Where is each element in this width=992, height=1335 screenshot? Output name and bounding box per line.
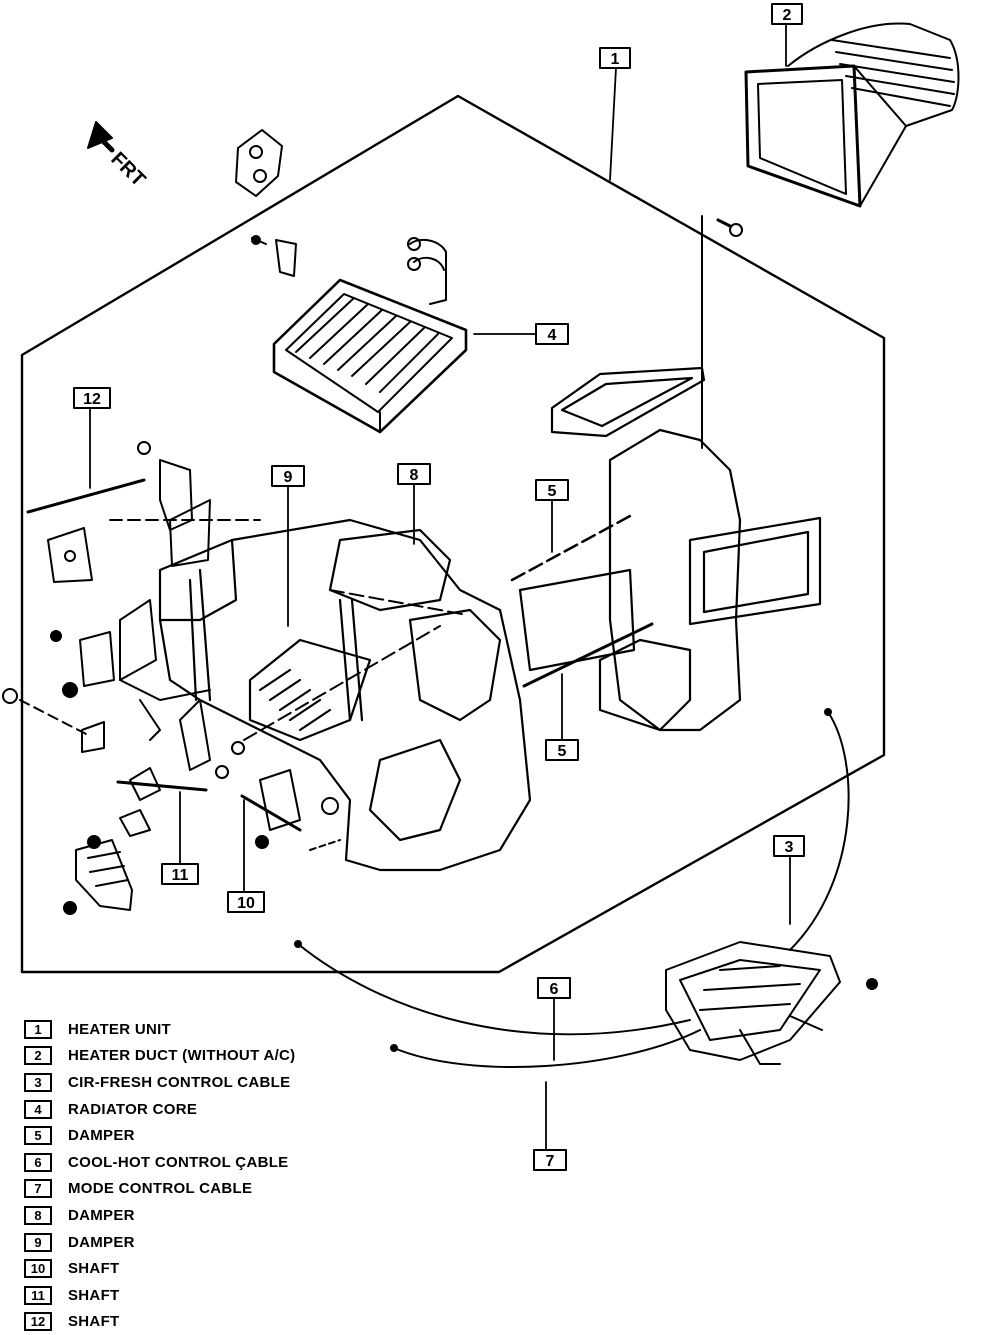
legend-number: 8 [24, 1205, 52, 1225]
legend-row: 7 MODE CONTROL CABLE [24, 1176, 444, 1203]
svg-text:4: 4 [548, 327, 557, 344]
legend-number: 12 [24, 1312, 52, 1332]
svg-text:12: 12 [83, 391, 101, 408]
damper-5-upper [510, 514, 632, 582]
legend-number: 5 [24, 1126, 52, 1146]
shaft-10 [240, 794, 302, 832]
callout-12: 12 [73, 387, 111, 409]
legend-number: 3 [24, 1072, 52, 1092]
legend-row: 10 SHAFT [24, 1255, 444, 1282]
shaft-11 [116, 780, 208, 792]
legend-row: 6 COOL-HOT CONTROL ÇABLE [24, 1149, 444, 1176]
screw-icon [251, 235, 297, 277]
legend-label: HEATER UNIT [68, 1020, 172, 1038]
damper-5-lower [522, 622, 654, 688]
legend-label: COOL-HOT CONTROL ÇABLE [68, 1153, 289, 1171]
svg-text:6: 6 [550, 981, 559, 998]
svg-text:2: 2 [783, 7, 792, 24]
svg-text:11: 11 [172, 867, 189, 884]
legend-label: SHAFT [68, 1260, 120, 1278]
cable-cool-hot [297, 943, 691, 1036]
assembly-outline [20, 94, 886, 974]
svg-text:5: 5 [548, 483, 557, 500]
callout-4: 4 [535, 323, 569, 345]
callout-10: 10 [227, 891, 265, 913]
damper-9-rod [329, 589, 463, 615]
callout-9: 9 [271, 465, 305, 487]
callout-1: 1 [599, 47, 631, 69]
cable-cir-fresh [789, 711, 850, 951]
callout-6: 6 [537, 977, 571, 999]
svg-text:9: 9 [284, 469, 293, 486]
callout-7: 7 [533, 1149, 567, 1171]
shaft-12 [26, 478, 146, 514]
grommet-plate [235, 129, 283, 197]
legend-row: 9 DAMPER [24, 1229, 444, 1256]
legend-label: DAMPER [68, 1233, 135, 1251]
legend-label: CIR-FRESH CONTROL CABLE [68, 1073, 291, 1091]
legend-row: 4 RADIATOR CORE [24, 1096, 444, 1123]
legend-row: 2 HEATER DUCT (WITHOUT A/C) [24, 1043, 444, 1070]
legend-number: 1 [24, 1019, 52, 1039]
legend-number: 7 [24, 1179, 52, 1199]
legend-label: DAMPER [68, 1127, 135, 1145]
svg-text:5: 5 [558, 743, 567, 760]
callout-leaders [89, 23, 791, 1151]
legend-label: HEATER DUCT (WITHOUT A/C) [68, 1047, 296, 1065]
parts-legend: 1 HEATER UNIT 2 HEATER DUCT (WITHOUT A/C… [24, 1016, 444, 1335]
heater-housing [158, 518, 532, 872]
legend-number: 11 [24, 1285, 52, 1305]
heater-duct [744, 22, 960, 208]
callout-2: 2 [771, 3, 803, 25]
callout-8: 8 [397, 463, 431, 485]
svg-text:10: 10 [237, 895, 255, 912]
legend-label: MODE CONTROL CABLE [68, 1180, 253, 1198]
legend-row: 1 HEATER UNIT [24, 1016, 444, 1043]
legend-number: 4 [24, 1099, 52, 1119]
legend-label: RADIATOR CORE [68, 1100, 198, 1118]
legend-label: SHAFT [68, 1286, 120, 1304]
legend-label: DAMPER [68, 1206, 135, 1224]
legend-row: 8 DAMPER [24, 1202, 444, 1229]
callout-3: 3 [773, 835, 805, 857]
callout-11: 11 [161, 863, 199, 885]
orientation-label: FRT [106, 148, 149, 191]
callout-5-upper: 5 [535, 479, 569, 501]
legend-number: 6 [24, 1152, 52, 1172]
svg-text:3: 3 [785, 839, 794, 856]
legend-row: 3 CIR-FRESH CONTROL CABLE [24, 1069, 444, 1096]
left-linkage-parts [2, 441, 341, 915]
legend-label: SHAFT [68, 1313, 120, 1331]
svg-text:8: 8 [410, 467, 419, 484]
legend-number: 9 [24, 1232, 52, 1252]
front-arrow-icon [87, 121, 115, 153]
legend-number: 10 [24, 1259, 52, 1279]
duct-screw-icon [716, 218, 743, 237]
cable-mode [393, 1029, 701, 1068]
svg-text:1: 1 [611, 51, 620, 68]
legend-row: 12 SHAFT [24, 1309, 444, 1335]
callout-5-lower: 5 [545, 739, 579, 761]
legend-number: 2 [24, 1046, 52, 1066]
control-head [665, 941, 878, 1065]
svg-text:7: 7 [546, 1153, 555, 1170]
damper-8-rod [243, 625, 441, 741]
legend-row: 5 DAMPER [24, 1122, 444, 1149]
radiator-core [272, 237, 468, 434]
blower-case [518, 366, 822, 732]
legend-row: 11 SHAFT [24, 1282, 444, 1309]
